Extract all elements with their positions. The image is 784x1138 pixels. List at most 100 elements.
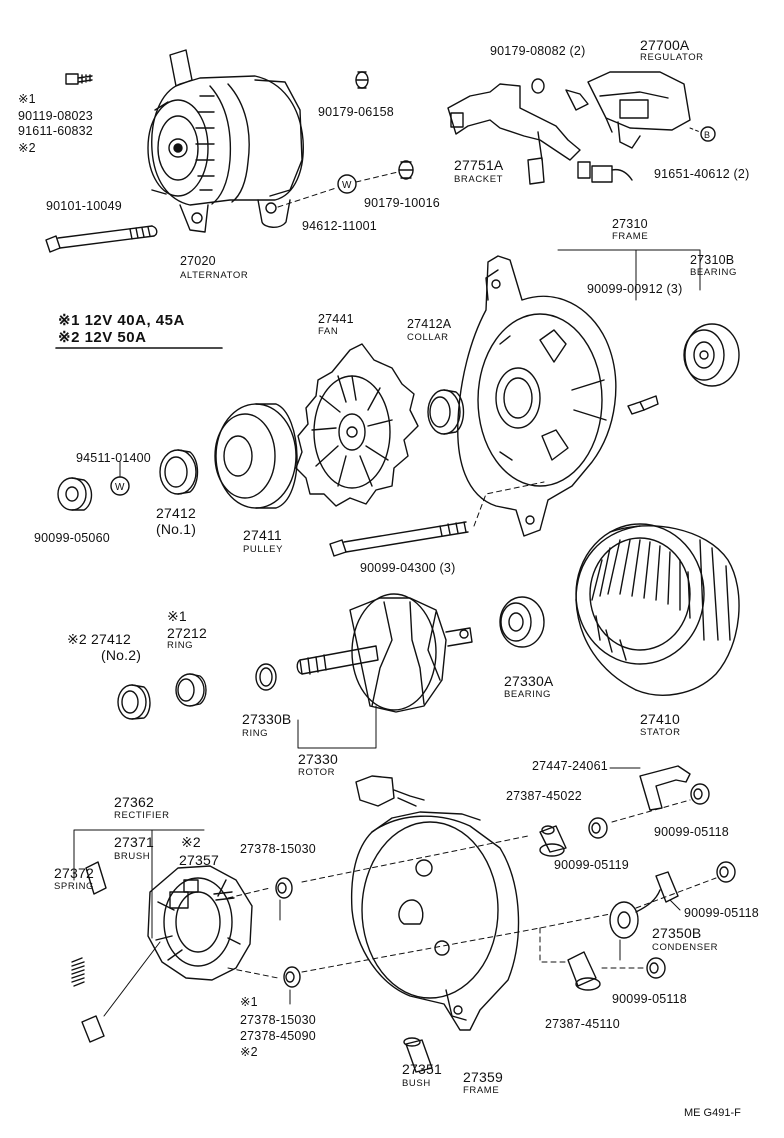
- bracket-27447-24061: [639, 765, 691, 811]
- reference-code: ME G491-F: [684, 1107, 741, 1119]
- condenser-27350B: [609, 871, 679, 939]
- part-number-90179-08082: 90179-08082 (2): [490, 44, 586, 58]
- ring-27330B: [255, 663, 277, 691]
- frame-27359: [350, 811, 520, 1031]
- part-number-27378-45090: 27378-45090: [240, 1029, 316, 1043]
- alternator-assembly: [147, 49, 304, 233]
- screw-90099-00912: [627, 395, 659, 415]
- mark-2-top: ※2: [18, 141, 36, 155]
- part-name-brush: BRUSH: [114, 851, 151, 862]
- part-name-frame-bottom: FRAME: [463, 1085, 500, 1096]
- part-number-90099-04300: 90099-04300 (3): [360, 561, 456, 575]
- stator-27410: [575, 523, 740, 696]
- part-name-ring-mid: RING: [167, 640, 194, 651]
- part-number-27387-45110: 27387-45110: [545, 1017, 620, 1031]
- part-number-90099-05118-a: 90099-05118: [654, 825, 729, 839]
- part-name-stator: STATOR: [640, 727, 681, 738]
- collar-27412A: [427, 389, 465, 435]
- part-number-94511-01400: 94511-01400: [76, 451, 151, 465]
- part-number-27330A: 27330A: [504, 673, 554, 689]
- part-number-90099-00912: 90099-00912 (3): [587, 282, 683, 296]
- part-number-91611-60832: 91611-60832: [18, 124, 93, 138]
- insulator-27387-45110: [567, 951, 601, 991]
- svg-text:B: B: [704, 130, 710, 140]
- part-name-condenser: CONDENSER: [652, 942, 719, 953]
- collar-27378-15030-bottom: [283, 966, 301, 988]
- nut-90099-05060: [57, 477, 93, 511]
- part-number-27310B: 27310B: [690, 253, 735, 267]
- brush-27371: [85, 861, 107, 895]
- part-name-rectifier: RECTIFIER: [114, 810, 170, 821]
- part-number-90101-10049: 90101-10049: [46, 199, 122, 213]
- bearing-27310B: [683, 323, 740, 387]
- part-number-90099-05118-b: 90099-05118: [684, 906, 759, 920]
- spec-line-1: ※1 12V 40A, 45A: [58, 312, 185, 329]
- part-name-regulator: REGULATOR: [640, 52, 704, 63]
- part-number-27441: 27441: [318, 312, 354, 326]
- part-number-27371: 27371: [114, 834, 154, 850]
- part-number-90099-05118-c: 90099-05118: [612, 992, 687, 1006]
- bolt-90119-08023: [65, 73, 93, 85]
- spec-line-2: ※2 12V 50A: [58, 329, 147, 346]
- regulator-27700A: [565, 71, 691, 183]
- part-number-27412A: 27412A: [407, 317, 452, 331]
- frame-27310: [457, 255, 617, 537]
- part-number-90099-05119: 90099-05119: [554, 858, 629, 872]
- part-number-27378-15030-a: 27378-15030: [240, 842, 316, 856]
- mark-2-low: ※2: [181, 834, 201, 850]
- part-name-alternator: ALTERNATOR: [180, 270, 249, 281]
- svg-text:W: W: [115, 482, 125, 493]
- part-number-91651-40612: 91651-40612 (2): [654, 167, 750, 181]
- nut-90099-05118-c: [646, 957, 666, 979]
- insulator-27387-45022: [539, 825, 567, 857]
- part-number-27447-24061: 27447-24061: [532, 759, 608, 773]
- part-number-27359: 27359: [463, 1069, 503, 1085]
- part-number-27378-15030-b: 27378-15030: [240, 1013, 316, 1027]
- bolt-90101-10049: [45, 225, 158, 253]
- part-name-fan: FAN: [318, 326, 339, 337]
- part-number-27330: 27330: [298, 751, 338, 767]
- nut-90099-05119: [588, 817, 608, 839]
- rotor-27330: [296, 593, 473, 713]
- terminal-block: [355, 775, 425, 807]
- fan-27441: [295, 343, 419, 507]
- ring-27212: [175, 673, 207, 707]
- part-number-27700A: 27700A: [640, 37, 690, 53]
- part-number-27362: 27362: [114, 794, 154, 810]
- part-number-94612-11001: 94612-11001: [302, 219, 377, 233]
- part-number-27351: 27351: [402, 1061, 442, 1077]
- nut-90099-05118-a: [690, 783, 710, 805]
- mark-1-low: ※1: [240, 995, 258, 1009]
- collar-27378-15030-top: [275, 877, 293, 899]
- part-number-27751A: 27751A: [454, 157, 504, 173]
- mark-1-mid: ※1: [167, 608, 187, 624]
- rectifier-27362: [147, 865, 253, 981]
- collar-27412-no1: [159, 449, 199, 495]
- part-number-90179-06158: 90179-06158: [318, 105, 394, 119]
- part-number-27212: 27212: [167, 625, 207, 641]
- part-name-collar: COLLAR: [407, 332, 449, 343]
- bolt-90099-04300: [329, 521, 469, 557]
- washer-94511-01400: W: [110, 476, 130, 496]
- bush-27351: [403, 1037, 433, 1073]
- part-number-27310: 27310: [612, 217, 648, 231]
- part-number-90099-05060: 90099-05060: [34, 531, 110, 545]
- part-name-rotor: ROTOR: [298, 767, 336, 778]
- svg-text:W: W: [342, 180, 352, 191]
- part-name-frame-top: FRAME: [612, 231, 649, 242]
- part-number-90119-08023: 90119-08023: [18, 109, 93, 123]
- part-name-pulley: PULLEY: [243, 544, 284, 555]
- part-name-bracket: BRACKET: [454, 174, 504, 185]
- nut-90179-10016: [398, 160, 414, 180]
- pulley-27411: [214, 403, 298, 509]
- part-number-27410: 27410: [640, 711, 680, 727]
- part-name-bearing-mid: BEARING: [504, 689, 551, 700]
- part-number-27412-no1: 27412: [156, 505, 196, 521]
- part-number-27350B: 27350B: [652, 925, 702, 941]
- collar-27412-no2: [117, 684, 151, 720]
- spring-27372: [71, 957, 85, 987]
- nut-90099-05118-b: [716, 861, 736, 883]
- washer-94612-11001: W: [337, 174, 357, 194]
- part-name-ring-low: RING: [242, 728, 269, 739]
